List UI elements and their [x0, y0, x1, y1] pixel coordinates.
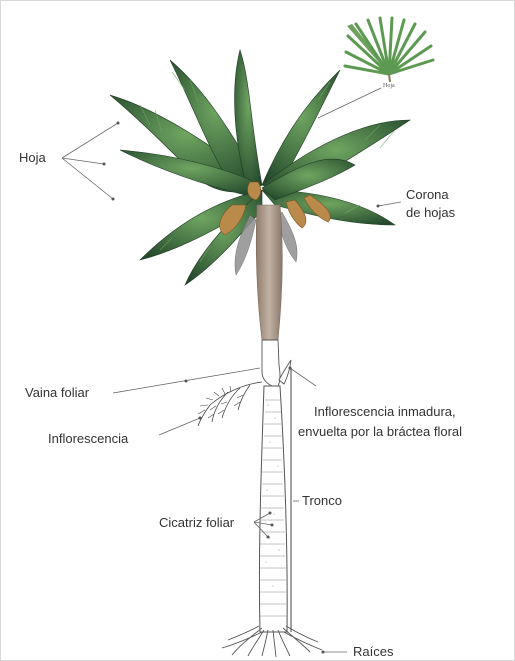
label-corona-line1: Corona — [406, 186, 449, 203]
label-inflorescencia: Inflorescencia — [48, 430, 128, 447]
label-raices: Raíces — [353, 643, 393, 660]
inset-leaf-image — [343, 18, 435, 82]
label-inflorescencia-inmadura-line2: envuelta por la bráctea floral — [298, 423, 462, 440]
lower-trunk — [259, 386, 287, 632]
label-vaina-foliar: Vaina foliar — [25, 384, 89, 401]
label-tronco: Tronco — [302, 492, 342, 509]
upper-trunk — [256, 205, 282, 340]
label-cicatriz-foliar: Cicatriz foliar — [159, 514, 234, 531]
label-inflorescencia-inmadura-line1: Inflorescencia inmadura, — [314, 403, 456, 420]
label-hoja: Hoja — [19, 149, 46, 166]
leaf-sheath — [262, 340, 280, 386]
label-corona-line2: de hojas — [406, 204, 455, 221]
floral-bract — [279, 360, 291, 384]
inflorescence-drawing — [198, 382, 262, 426]
inset-leaf-label: Hoja — [383, 83, 395, 90]
